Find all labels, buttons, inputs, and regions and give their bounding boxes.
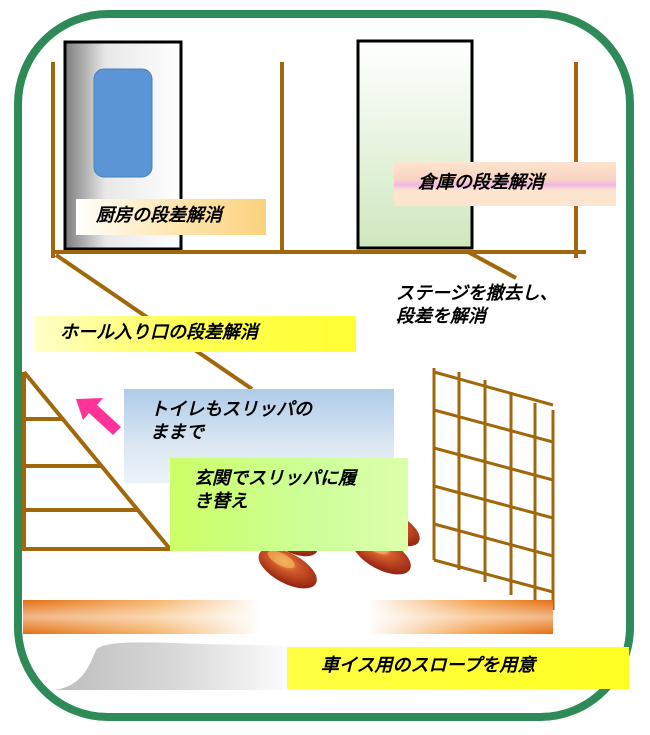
toilet-label-line1: トイレもスリッパの (150, 399, 312, 420)
lattice-window (432, 368, 555, 610)
ramp-bar-highlight (23, 600, 553, 634)
perspective-line-right (467, 250, 517, 280)
storage-label-text: 倉庫の段差解消 (418, 172, 544, 193)
ramp-shadow (55, 642, 300, 690)
entrance-label-line2: き替え (194, 490, 248, 512)
pink-arrow-icon (76, 398, 121, 435)
storage-label: 倉庫の段差解消 (394, 162, 616, 206)
kitchen-label: 厨房の段差解消 (76, 199, 266, 235)
entrance-label: 玄関でスリッパに履 き替え (170, 458, 408, 551)
ramp-label-text: 車イス用のスロープを用意 (321, 655, 536, 676)
stage-label-line1: ステージを撤去し、 (396, 283, 558, 304)
hall-entrance-label: ホール入り口の段差解消 (34, 316, 356, 352)
kitchen-window (93, 68, 153, 178)
stage-label-line2: 段差を解消 (396, 305, 486, 327)
stage-label: ステージを撤去し、 段差を解消 (396, 283, 626, 328)
kitchen-label-text: 厨房の段差解消 (96, 205, 222, 226)
entrance-label-line1: 玄関でスリッパに履 (194, 468, 356, 489)
staircase-lines (22, 370, 172, 551)
hall-entrance-label-text: ホール入り口の段差解消 (60, 322, 258, 343)
storage-door (356, 39, 474, 250)
ramp-label: 車イス用のスロープを用意 (287, 647, 629, 689)
toilet-label-line2: ままで (150, 421, 204, 443)
